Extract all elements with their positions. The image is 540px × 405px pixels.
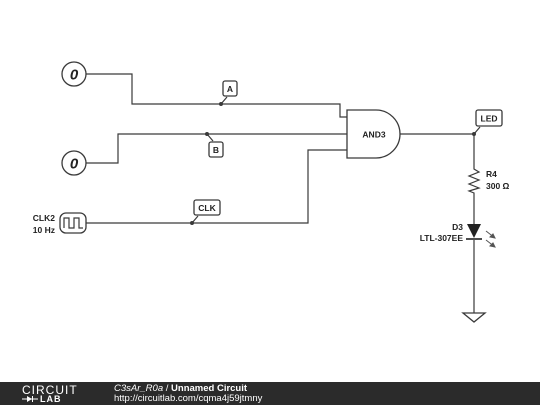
square-wave-icon — [63, 217, 83, 229]
clock-name-label: CLK2 — [33, 213, 55, 223]
circuit-url[interactable]: http://circuitlab.com/cqma4j59jtmny — [114, 393, 263, 404]
resistor-name-label: R4 — [486, 169, 497, 179]
net-label-led[interactable]: LED — [472, 109, 503, 136]
junction-dot — [190, 221, 194, 225]
wire-led-net[interactable] — [400, 133, 475, 167]
net-label-led-text: LED — [481, 114, 498, 124]
ground-symbol[interactable] — [461, 312, 487, 323]
net-label-a[interactable]: A — [219, 80, 238, 106]
circuit-title[interactable]: Unnamed Circuit — [171, 383, 248, 394]
resistor-value-label: 300 Ω — [486, 181, 510, 191]
circuitlab-logo[interactable]: CIRCUIT LAB — [22, 384, 92, 404]
diode-triangle-icon — [467, 224, 481, 238]
net-label-b-text: B — [213, 145, 219, 155]
led-diode[interactable] — [466, 224, 496, 248]
junction-dot — [472, 132, 476, 136]
wire-input-b[interactable] — [86, 133, 352, 164]
clock-frequency-label: 10 Hz — [33, 225, 55, 235]
wires — [86, 73, 475, 313]
input-b-value: 0 — [70, 156, 79, 173]
junction-dot — [219, 102, 223, 106]
logic-input-b[interactable]: 0 — [61, 150, 87, 176]
diode-name-label: D3 — [452, 222, 463, 232]
diode-part-label: LTL-307EE — [420, 233, 464, 243]
wire-input-a[interactable] — [86, 73, 352, 118]
diode-logo-icon — [22, 396, 38, 402]
ground-icon — [461, 312, 487, 323]
author-name[interactable]: C3sAr_R0a — [114, 383, 164, 394]
input-a-value: 0 — [70, 67, 79, 84]
net-label-b[interactable]: B — [205, 132, 224, 158]
circuit-meta: C3sAr_R0a / Unnamed Circuit http://circu… — [114, 384, 262, 404]
and-gate-label: AND3 — [362, 130, 385, 140]
resistor-zigzag-icon — [467, 167, 481, 195]
resistor[interactable] — [467, 167, 481, 195]
wire-clock[interactable] — [86, 149, 352, 224]
footer-bar: CIRCUIT LAB C3sAr_R0a / Unnamed Circuit … — [0, 382, 540, 405]
logo-text-top: CIRCUIT — [22, 383, 78, 397]
clock-source[interactable] — [59, 212, 87, 234]
net-label-clk-text: CLK — [198, 203, 216, 213]
net-label-clk[interactable]: CLK — [190, 199, 221, 225]
light-emission-icon — [485, 230, 496, 248]
and-gate[interactable]: AND3 — [346, 109, 401, 159]
logic-input-a[interactable]: 0 — [61, 61, 87, 87]
logo-text-bottom: LAB — [40, 394, 62, 404]
net-label-a-text: A — [227, 84, 233, 94]
junction-dot — [205, 132, 209, 136]
